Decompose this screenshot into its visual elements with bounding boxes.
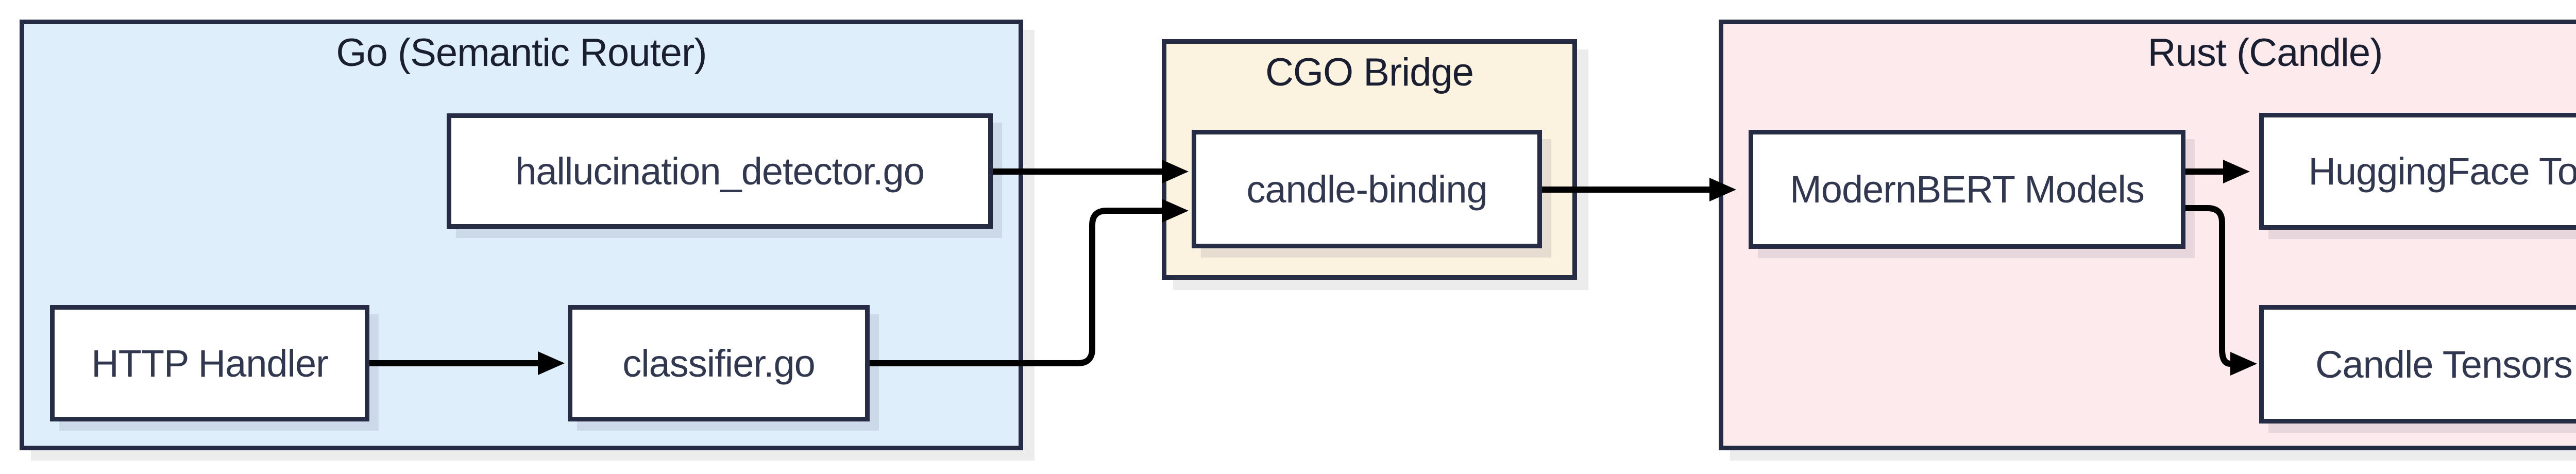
group-title-cgo: CGO Bridge — [1265, 50, 1474, 94]
node-label: classifier.go — [622, 342, 816, 385]
node-label: Candle Tensors — [2315, 343, 2573, 386]
node-candle-tensors: Candle Tensors — [2259, 305, 2576, 424]
node-label: candle-binding — [1246, 167, 1487, 211]
node-label: ModernBERT Models — [1790, 168, 2145, 211]
node-modernbert-models: ModernBERT Models — [1749, 130, 2185, 249]
node-classifier: classifier.go — [568, 305, 870, 421]
node-label: HTTP Handler — [91, 342, 329, 385]
node-http-handler: HTTP Handler — [50, 305, 369, 421]
node-candle-binding: candle-binding — [1192, 130, 1542, 248]
node-huggingface-tokenizers: HuggingFace Tokenizers — [2259, 113, 2576, 230]
node-label: HuggingFace Tokenizers — [2308, 150, 2576, 193]
group-title-rust: Rust (Candle) — [2147, 31, 2383, 75]
group-title-go: Go (Semantic Router) — [336, 31, 707, 75]
node-label: hallucination_detector.go — [515, 149, 925, 193]
node-hallucination-detector: hallucination_detector.go — [447, 113, 993, 229]
